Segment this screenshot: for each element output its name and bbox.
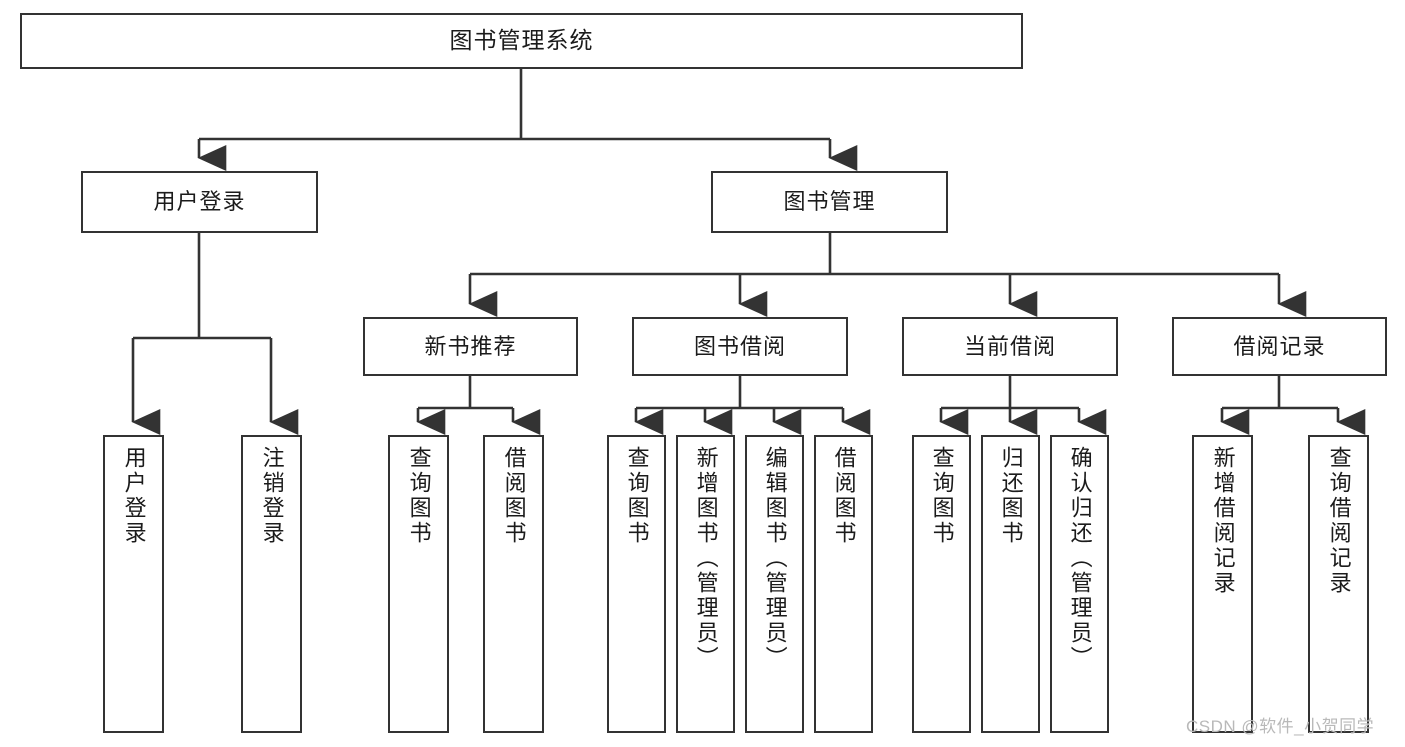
node-leaf-query-book-2[interactable]: 查询图书 [607,435,666,733]
node-leaf-query-book-1-label: 查询图书 [406,446,432,546]
node-current-borrow[interactable]: 当前借阅 [902,317,1118,376]
node-user-login-label: 用户登录 [153,189,246,215]
node-root[interactable]: 图书管理系统 [20,13,1023,69]
watermark: CSDN @软件_小贺同学 [1186,717,1375,736]
node-leaf-edit-book[interactable]: 编辑图书（管理员） [745,435,804,733]
node-leaf-add-book-label: 新增图书（管理员） [693,446,719,671]
node-leaf-query-book-2-label: 查询图书 [624,446,650,546]
node-leaf-user-login-label: 用户登录 [121,446,147,546]
node-leaf-add-book[interactable]: 新增图书（管理员） [676,435,735,733]
node-book-manage-label: 图书管理 [783,189,876,215]
node-leaf-borrow-book-1[interactable]: 借阅图书 [483,435,544,733]
node-book-manage[interactable]: 图书管理 [711,171,948,233]
node-leaf-query-book-3[interactable]: 查询图书 [912,435,971,733]
node-leaf-query-book-3-label: 查询图书 [929,446,955,546]
node-leaf-add-record-label: 新增借阅记录 [1210,446,1236,596]
node-leaf-query-record[interactable]: 查询借阅记录 [1308,435,1369,733]
node-book-borrow[interactable]: 图书借阅 [632,317,848,376]
node-new-book-recommend-label: 新书推荐 [424,333,517,359]
node-current-borrow-label: 当前借阅 [963,333,1056,359]
node-borrow-record[interactable]: 借阅记录 [1172,317,1387,376]
node-leaf-query-book-1[interactable]: 查询图书 [388,435,449,733]
node-leaf-user-logout[interactable]: 注销登录 [241,435,302,733]
node-leaf-add-record[interactable]: 新增借阅记录 [1192,435,1253,733]
node-new-book-recommend[interactable]: 新书推荐 [363,317,578,376]
node-leaf-borrow-book-1-label: 借阅图书 [501,446,527,546]
node-leaf-query-record-label: 查询借阅记录 [1326,446,1352,596]
node-leaf-user-logout-label: 注销登录 [259,446,285,546]
node-leaf-return-book[interactable]: 归还图书 [981,435,1040,733]
node-leaf-return-book-label: 归还图书 [998,446,1024,546]
node-leaf-confirm-return[interactable]: 确认归还（管理员） [1050,435,1109,733]
node-leaf-user-login[interactable]: 用户登录 [103,435,164,733]
node-leaf-borrow-book-2[interactable]: 借阅图书 [814,435,873,733]
node-book-borrow-label: 图书借阅 [693,333,786,359]
node-borrow-record-label: 借阅记录 [1233,333,1326,359]
node-root-label: 图书管理系统 [449,27,594,54]
node-leaf-borrow-book-2-label: 借阅图书 [831,446,857,546]
node-leaf-confirm-return-label: 确认归还（管理员） [1067,446,1093,671]
node-leaf-edit-book-label: 编辑图书（管理员） [762,446,788,671]
node-user-login[interactable]: 用户登录 [81,171,318,233]
